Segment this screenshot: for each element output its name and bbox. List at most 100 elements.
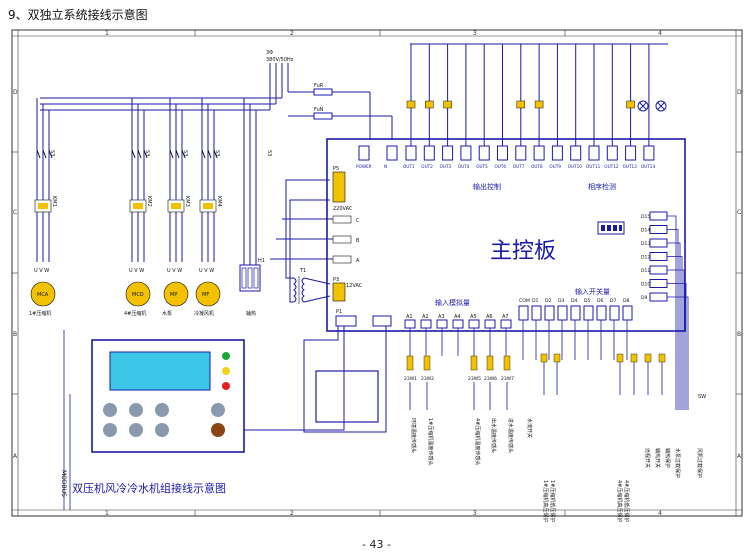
uvw-label: U V W (129, 268, 144, 274)
motor-icon (125, 281, 151, 307)
output-relay (516, 100, 526, 109)
motor-code: MF (202, 292, 209, 298)
digital-terminal (570, 305, 581, 321)
sensor-description: 1#压缩机温度传感头 (427, 418, 434, 465)
digital-terminal-label: D1 (532, 298, 539, 304)
digital-terminal-label: D8 (623, 298, 630, 304)
analog-terminal (452, 319, 464, 329)
switch-description: 水泵过载保护 (674, 448, 681, 478)
digital-terminal (609, 305, 620, 321)
input-terminal-label: D11 (641, 268, 650, 274)
temperature-sensor-icon (470, 355, 478, 371)
motor-name: 冷凝风机 (194, 310, 214, 317)
switch-description: 辅热开关 (654, 448, 661, 468)
output-terminal (588, 145, 600, 161)
output-relay (534, 100, 544, 109)
fuse-r-label: FuR (314, 83, 324, 89)
p1-connector (335, 315, 357, 327)
heater-label: 辅热 (246, 310, 256, 317)
grid-row-label: B (737, 331, 741, 338)
phase-a-label: A (356, 258, 360, 264)
output-terminal-label: OUT10 (568, 164, 583, 169)
switch-description: 1#压缩机低压保护 (549, 480, 556, 522)
output-relay (443, 100, 452, 109)
output-terminal-label: OUT13 (623, 164, 638, 169)
contactor-label: S3 (182, 150, 188, 156)
output-terminal (460, 145, 472, 161)
input-terminal-label: D10 (641, 282, 650, 288)
v12-label: 12VAC (346, 283, 363, 289)
page-number: - 43 - (362, 538, 391, 551)
output-terminal (533, 145, 545, 161)
p5-label: P5 (333, 166, 339, 172)
output-terminal-label: N (384, 164, 387, 169)
output-terminal (606, 145, 618, 161)
output-terminal (386, 145, 398, 161)
input-terminal-label: D15 (641, 214, 650, 220)
sensor-label: 23W1 (404, 376, 417, 382)
power-bus (40, 43, 668, 140)
contactor-label: S3 (144, 150, 150, 156)
input-terminal (649, 225, 668, 234)
output-relay (425, 100, 434, 109)
output-terminal (478, 145, 490, 161)
fuse-r (313, 88, 333, 96)
heater-element (239, 264, 261, 292)
motor-icon (30, 281, 56, 307)
analog-terminal (468, 319, 480, 329)
output-terminal-label: OUT2 (421, 164, 433, 169)
analog-terminal-label: A1 (406, 314, 413, 320)
relay-coil (133, 203, 143, 209)
grid-col-label: 2 (290, 510, 294, 517)
output-control-label: 输出控制 (473, 182, 501, 191)
relay-label: KM1 (51, 196, 57, 207)
grid-row-label: C (13, 209, 17, 216)
digital-terminal-label: D5 (584, 298, 591, 304)
phase-b-label: B (356, 238, 360, 244)
output-terminal (405, 145, 417, 161)
digital-terminal (583, 305, 594, 321)
digital-terminal (596, 305, 607, 321)
digital-terminal (531, 305, 542, 321)
uvw-label: U V W (199, 268, 214, 274)
analog-input-label: 输入模拟量 (435, 298, 470, 307)
input-terminal-label: D14 (641, 228, 650, 234)
panel-knob-icon (211, 423, 225, 437)
input-terminal (649, 265, 668, 275)
p3-connector (332, 282, 346, 302)
switch-marker (630, 353, 638, 363)
p3-label: P3 (333, 277, 339, 283)
motor-name: 1#压缩机 (29, 310, 51, 317)
sensor-description: 水流开关 (526, 418, 533, 438)
grid-col-label: 3 (473, 510, 477, 517)
input-terminal-label: D9 (641, 295, 647, 301)
output-terminal (358, 145, 370, 161)
led-yellow-icon (222, 367, 230, 375)
grid-row-label: A (13, 453, 18, 460)
digital-terminal-label: D7 (610, 298, 617, 304)
modbus-connector (372, 315, 392, 327)
p1-label: P1 (336, 309, 342, 315)
grid-col-label: 3 (473, 30, 477, 37)
analog-terminal-label: A5 (470, 314, 477, 320)
heater-code: H1 (258, 258, 265, 264)
uvw-label: U V W (167, 268, 182, 274)
motor-icon (195, 281, 221, 307)
input-terminal (649, 292, 668, 302)
output-terminal (423, 145, 435, 161)
sensor-label: 23W7 (501, 376, 514, 382)
power-supply-label: 3Φ (266, 50, 273, 56)
digital-terminal-label: D3 (558, 298, 565, 304)
led-red-icon (222, 382, 230, 390)
phase-detect-label: 相序检测 (588, 182, 616, 191)
analog-terminal (404, 319, 416, 329)
grid-col-label: 4 (658, 30, 662, 37)
output-relay (406, 100, 416, 109)
output-terminal-label: OUT3 (440, 164, 452, 169)
digital-terminal (518, 305, 529, 321)
temperature-sensor-icon (486, 355, 494, 371)
grid-col-label: 1 (105, 30, 109, 37)
grid-col-label: 1 (105, 510, 109, 517)
output-terminal-label: OUT7 (513, 164, 525, 169)
switch-description: 4#压缩机低压保护 (623, 480, 630, 522)
